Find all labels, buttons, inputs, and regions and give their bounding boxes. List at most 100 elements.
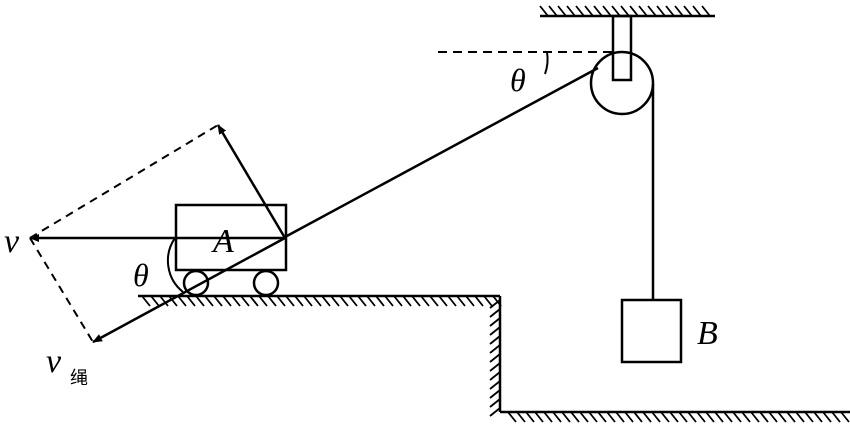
hatch-mark <box>678 411 688 423</box>
hatch-mark <box>579 411 589 423</box>
hatch-mark <box>489 308 501 318</box>
hatch-mark <box>420 295 430 307</box>
label-theta-cart: θ <box>133 257 149 293</box>
pulley-bracket <box>611 14 633 82</box>
hatch-mark <box>489 362 501 372</box>
cart-wheel-right <box>252 269 280 297</box>
label-block-b: B <box>697 315 718 352</box>
label-v-rope: v <box>46 343 62 380</box>
hatch-mark <box>375 295 385 307</box>
hatch-mark <box>330 295 340 307</box>
hatch-mark <box>384 295 394 307</box>
hatch-mark <box>602 5 612 17</box>
hatch-mark <box>357 295 367 307</box>
hatch-mark <box>294 295 304 307</box>
hatch-mark <box>186 295 196 307</box>
hatch-mark <box>525 411 535 423</box>
rope-inclined <box>284 66 599 239</box>
hatch-mark <box>624 411 634 423</box>
hatch-mark <box>489 389 501 399</box>
hatch-mark <box>548 5 558 17</box>
hatch-mark <box>465 295 475 307</box>
block-b <box>620 298 683 364</box>
hatch-mark <box>489 371 501 381</box>
hatch-mark <box>557 5 567 17</box>
hatch-mark <box>584 5 594 17</box>
hatch-mark <box>258 295 268 307</box>
cart-a <box>174 203 288 297</box>
theta-arc-pulley <box>544 51 549 75</box>
hatch-mark <box>575 5 585 17</box>
ceiling-hatch <box>539 5 711 17</box>
hatch-mark <box>786 411 796 423</box>
hatch-mark <box>339 295 349 307</box>
hatch-mark <box>393 295 403 307</box>
hatch-mark <box>447 295 457 307</box>
hatch-mark <box>483 295 493 307</box>
hatch-mark <box>534 411 544 423</box>
hatch-mark <box>741 411 751 423</box>
hatch-mark <box>231 295 241 307</box>
hatch-mark <box>489 380 501 390</box>
hatch-mark <box>240 295 250 307</box>
hatch-mark <box>714 411 724 423</box>
hatch-mark <box>732 411 742 423</box>
dashed-lower-side <box>29 237 94 343</box>
hatch-mark <box>213 295 223 307</box>
hatch-mark <box>312 295 322 307</box>
hatch-mark <box>831 411 841 423</box>
hatch-mark <box>588 411 598 423</box>
hatch-mark <box>813 411 823 423</box>
hatch-mark <box>489 344 501 354</box>
pulley-wheel <box>589 50 655 116</box>
hatch-mark <box>348 295 358 307</box>
label-v-rope-subscript: 绳 <box>70 368 88 389</box>
velocity-rope-arrow <box>92 236 286 344</box>
hatch-mark <box>489 335 501 345</box>
pulley <box>589 14 655 116</box>
hatch-mark <box>516 411 526 423</box>
hatch-mark <box>489 317 501 327</box>
hatch-mark <box>489 398 501 408</box>
dashed-upper-side <box>29 124 219 239</box>
step-wall-hatch <box>489 299 501 417</box>
hatch-mark <box>696 411 706 423</box>
hatch-mark <box>692 5 702 17</box>
upper-ground-hatch <box>141 295 502 307</box>
hatch-mark <box>141 295 151 307</box>
lower-ground-hatch <box>507 411 850 423</box>
hatch-mark <box>611 5 621 17</box>
hatch-mark <box>276 295 286 307</box>
hatch-mark <box>566 5 576 17</box>
hatch-mark <box>411 295 421 307</box>
hatch-mark <box>638 5 648 17</box>
ceiling <box>539 5 715 18</box>
hatch-mark <box>267 295 277 307</box>
hatch-mark <box>768 411 778 423</box>
hatch-mark <box>683 5 693 17</box>
hatch-mark <box>402 295 412 307</box>
hatch-mark <box>489 299 501 309</box>
hatch-mark <box>633 411 643 423</box>
hatch-mark <box>804 411 814 423</box>
hatch-mark <box>606 411 616 423</box>
hatch-mark <box>159 295 169 307</box>
hatch-mark <box>321 295 331 307</box>
ground <box>138 294 850 423</box>
hatch-mark <box>822 411 832 423</box>
hatch-mark <box>777 411 787 423</box>
hatch-mark <box>552 411 562 423</box>
hatch-mark <box>597 411 607 423</box>
hatch-mark <box>195 295 205 307</box>
hatch-mark <box>150 295 160 307</box>
hatch-mark <box>651 411 661 423</box>
hatch-mark <box>507 411 517 423</box>
hatch-mark <box>429 295 439 307</box>
hatch-mark <box>674 5 684 17</box>
hatch-mark <box>168 295 178 307</box>
hatch-mark <box>249 295 259 307</box>
hatch-mark <box>750 411 760 423</box>
hatch-mark <box>303 295 313 307</box>
hatch-mark <box>570 411 580 423</box>
hatch-mark <box>561 411 571 423</box>
